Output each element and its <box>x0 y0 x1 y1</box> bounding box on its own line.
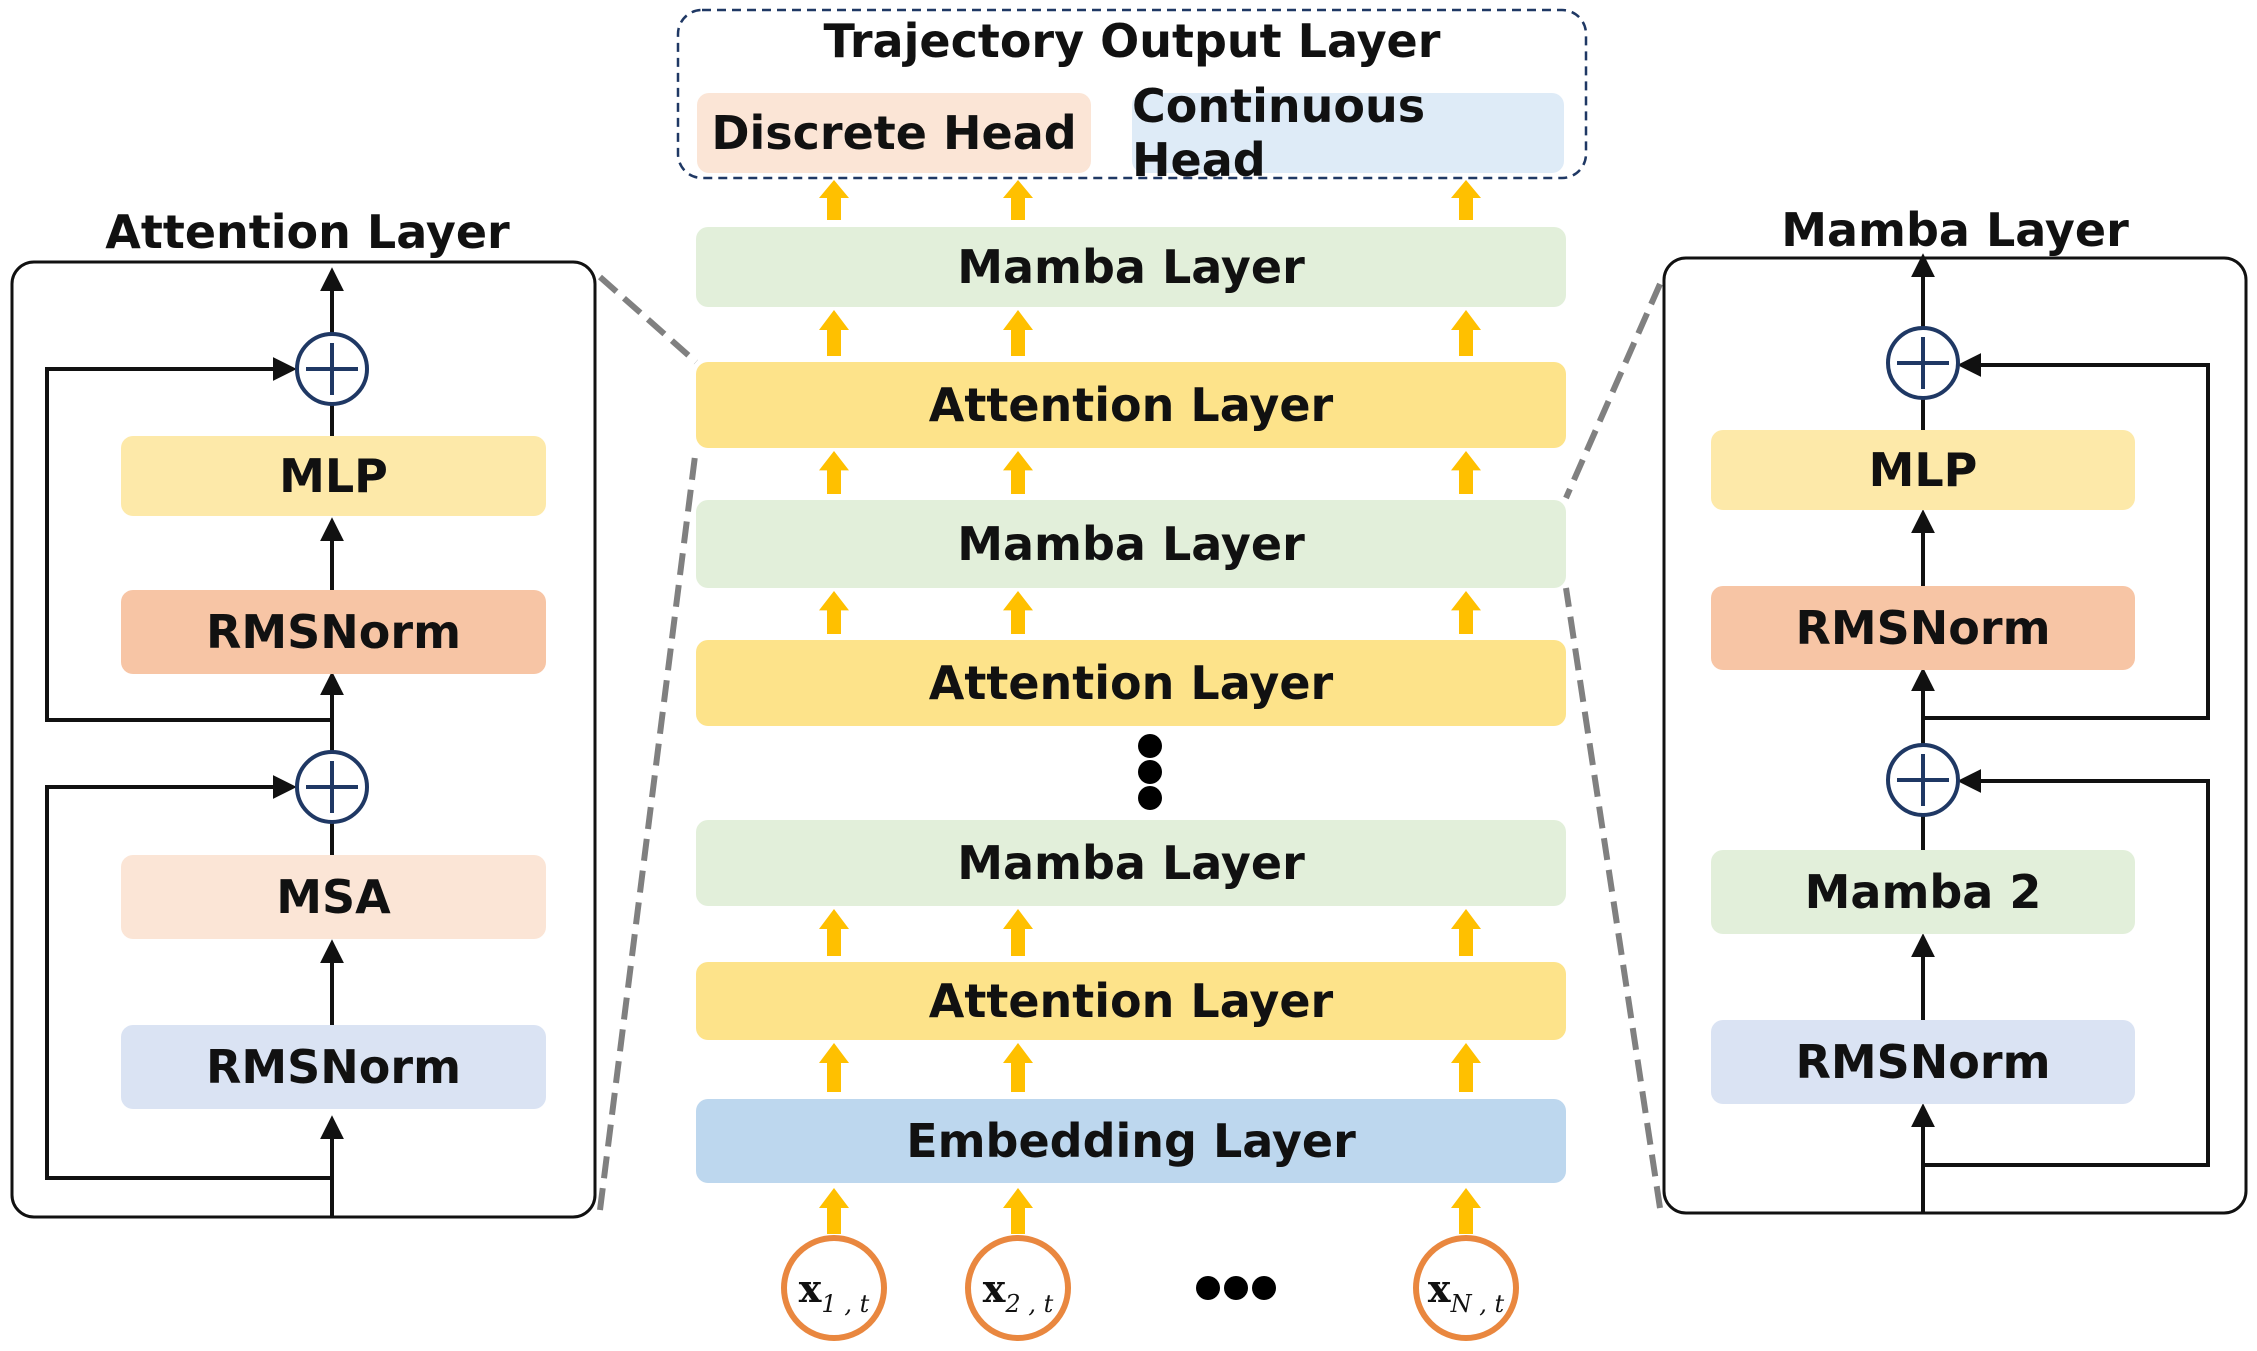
attention-detail-rmsnorm-upper: RMSNorm <box>121 590 546 674</box>
discrete-head: Discrete Head <box>697 93 1091 173</box>
input-token-1-sub: 1 , t <box>821 1290 870 1318</box>
horizontal-ellipsis-icon <box>1196 1276 1276 1300</box>
yellow-up-arrow <box>1003 909 1033 956</box>
input-token-n-sub: N , t <box>1450 1290 1505 1318</box>
plus-circle-icon <box>295 332 369 406</box>
yellow-up-arrow <box>1003 591 1033 634</box>
attention-detail-mlp: MLP <box>121 436 546 516</box>
mamba-detail-mamba2: Mamba 2 <box>1711 850 2135 934</box>
mamba-detail-frame <box>1662 256 2248 1215</box>
attention-detail-rmsnorm-lower: RMSNorm <box>121 1025 546 1109</box>
mamba-detail-rmsnorm-upper: RMSNorm <box>1711 586 2135 670</box>
yellow-up-arrow <box>1451 909 1481 956</box>
attention-detail-msa: MSA <box>121 855 546 939</box>
yellow-up-arrow <box>1451 1043 1481 1092</box>
yellow-up-arrow <box>819 451 849 494</box>
output-group-title: Trajectory Output Layer <box>823 14 1441 68</box>
input-token-n-base: x <box>1427 1266 1451 1311</box>
yellow-up-arrow <box>819 1188 849 1234</box>
yellow-up-arrow <box>1003 1188 1033 1234</box>
yellow-up-arrow <box>1003 180 1033 220</box>
yellow-up-arrow <box>1451 591 1481 634</box>
stack-attention-layer-3: Attention Layer <box>696 962 1566 1040</box>
input-token-1: x1 , t <box>784 1266 884 1318</box>
yellow-up-arrow <box>819 1043 849 1092</box>
mamba-detail-rmsnorm-lower: RMSNorm <box>1711 1020 2135 1104</box>
yellow-up-arrow <box>1451 310 1481 356</box>
yellow-up-arrow <box>1003 451 1033 494</box>
yellow-up-arrow <box>1003 1043 1033 1092</box>
yellow-up-arrow <box>819 180 849 220</box>
plus-circle-icon <box>295 750 369 824</box>
attention-detail-title: Attention Layer <box>105 205 510 259</box>
input-token-2-sub: 2 , t <box>1005 1290 1054 1318</box>
attention-detail-lines <box>45 267 344 1217</box>
input-token-1-base: x <box>798 1266 822 1311</box>
stack-mamba-layer-2: Mamba Layer <box>696 500 1566 588</box>
stack-embedding-layer: Embedding Layer <box>696 1099 1566 1183</box>
yellow-up-arrow <box>1451 451 1481 494</box>
mamba-detail-title: Mamba Layer <box>1781 203 2129 257</box>
stack-mamba-layer-3: Mamba Layer <box>696 820 1566 906</box>
plus-circle-icon <box>1886 743 1960 817</box>
plus-circle-icon <box>1886 326 1960 400</box>
stack-attention-layer-1: Attention Layer <box>696 362 1566 448</box>
stack-attention-layer-2: Attention Layer <box>696 640 1566 726</box>
continuous-head: Continuous Head <box>1132 79 1564 187</box>
yellow-up-arrow <box>1451 1188 1481 1234</box>
attention-detail-frame <box>10 260 597 1219</box>
input-token-2-base: x <box>982 1266 1006 1311</box>
yellow-up-arrow <box>819 591 849 634</box>
mamba-detail-mlp: MLP <box>1711 430 2135 510</box>
input-token-n: xN , t <box>1416 1266 1516 1318</box>
stack-mamba-layer-1: Mamba Layer <box>696 227 1566 307</box>
input-ring-icons <box>781 1235 1519 1341</box>
yellow-up-arrow <box>819 909 849 956</box>
yellow-up-arrow <box>1003 310 1033 356</box>
input-token-2: x2 , t <box>968 1266 1068 1318</box>
output-group-frame <box>676 8 1588 180</box>
flow-arrows <box>819 180 1481 1234</box>
vertical-ellipsis-icon <box>1138 734 1162 810</box>
mamba-detail-lines <box>1911 253 2210 1213</box>
zoom-connectors <box>597 274 1663 1211</box>
yellow-up-arrow <box>819 310 849 356</box>
yellow-up-arrow <box>1451 180 1481 220</box>
